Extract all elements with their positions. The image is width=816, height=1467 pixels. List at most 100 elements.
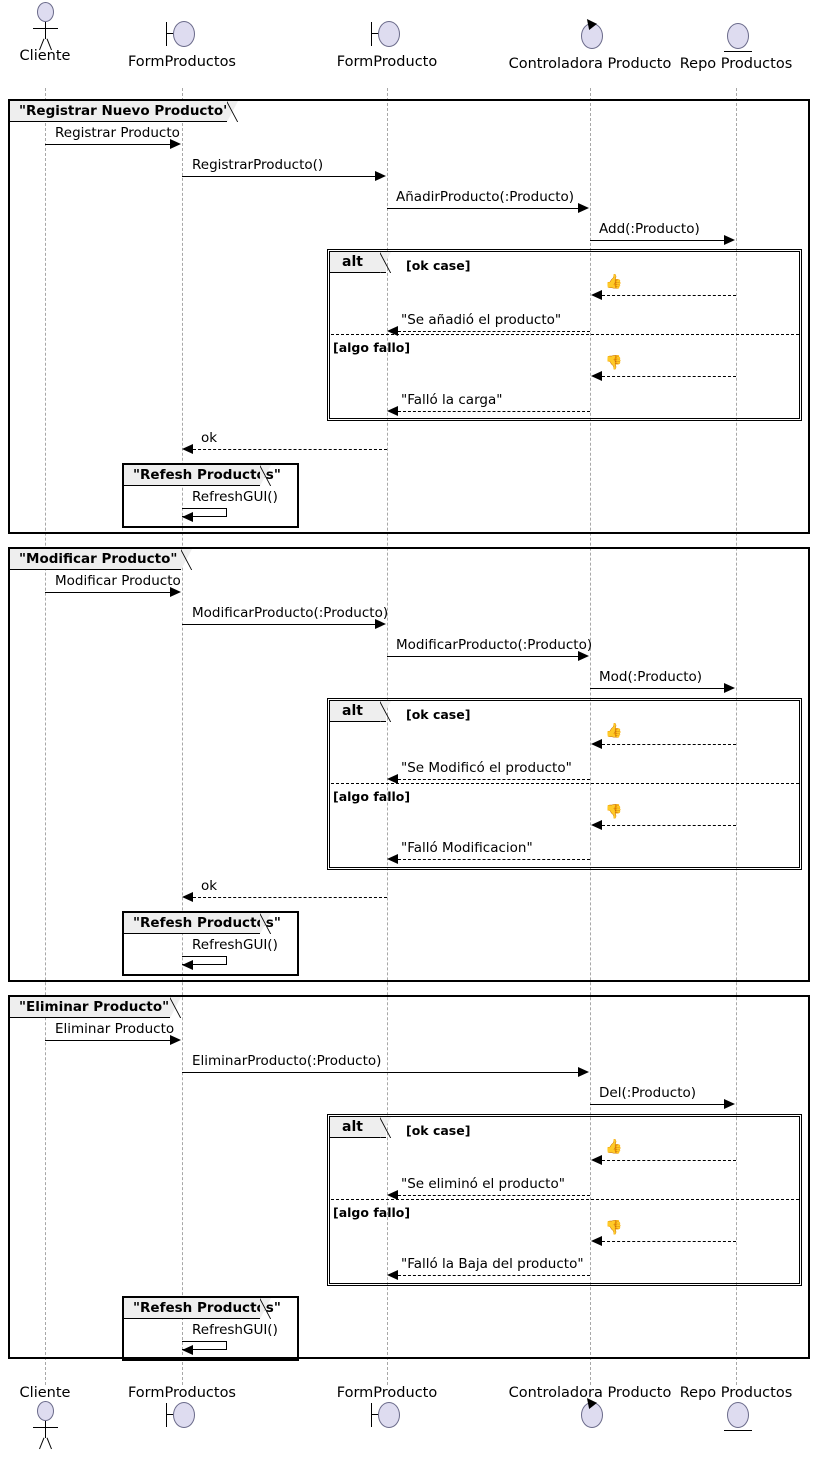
message-label: Eliminar Producto xyxy=(55,1021,175,1037)
message-line xyxy=(590,688,725,689)
arrowhead-icon xyxy=(591,290,602,300)
alt-frame-registrar: alt xyxy=(327,249,802,421)
participant-label: Cliente xyxy=(19,48,71,64)
arrowhead-icon xyxy=(591,739,602,749)
participant-cliente-bottom[interactable]: Cliente xyxy=(0,1385,95,1450)
self-message-loop xyxy=(182,508,227,517)
message-line xyxy=(182,176,376,177)
lifeline-repo xyxy=(736,88,737,1385)
message-label: "Falló Modificacion" xyxy=(401,840,533,856)
alt-divider xyxy=(331,783,799,784)
message-line xyxy=(398,411,590,412)
arrowhead-icon xyxy=(724,235,735,245)
alt-tab-notch xyxy=(380,701,391,722)
alt-condition-ok: [ok case] xyxy=(406,258,471,273)
message-label-thumbs-up: 👍 xyxy=(605,723,623,739)
message-line xyxy=(602,376,736,377)
participant-formproductos-top[interactable]: FormProductos xyxy=(112,20,252,70)
message-line xyxy=(398,779,590,780)
message-line xyxy=(602,1160,736,1161)
message-label: RefreshGUI() xyxy=(192,937,278,953)
message-label: ok xyxy=(201,430,218,446)
participant-label: FormProducto xyxy=(336,54,438,70)
message-label-thumbs-up: 👍 xyxy=(605,274,623,290)
participant-formproductos-bottom[interactable]: FormProductos xyxy=(112,1385,252,1435)
message-label-thumbs-down: 👎 xyxy=(605,1220,623,1236)
message-line xyxy=(45,1040,171,1041)
participant-repo-top[interactable]: Repo Productos xyxy=(666,22,806,72)
group-frame-refresh-2: "Refesh Productos" xyxy=(122,911,299,976)
boundary-icon xyxy=(370,20,404,54)
arrowhead-icon xyxy=(591,1155,602,1165)
arrowhead-icon xyxy=(387,854,398,864)
arrowhead-icon xyxy=(182,892,193,902)
alt-frame-modificar: alt xyxy=(327,698,802,870)
alt-operator-label: alt xyxy=(330,701,386,722)
participant-label: Controladora Producto xyxy=(508,56,672,72)
participant-repo-bottom[interactable]: Repo Productos xyxy=(666,1385,806,1435)
actor-icon xyxy=(28,1401,62,1450)
self-message-loop xyxy=(182,956,227,965)
message-line xyxy=(590,240,725,241)
group-tab-label-registrar: "Registrar Nuevo Producto" xyxy=(10,101,230,122)
group-tab-notch xyxy=(260,913,271,934)
alt-frame-eliminar: alt xyxy=(327,1114,802,1286)
participant-formproducto-bottom[interactable]: FormProducto xyxy=(317,1385,457,1435)
group-frame-eliminar: "Eliminar Producto" xyxy=(8,995,810,1359)
message-line xyxy=(590,1104,725,1105)
self-message-loop xyxy=(182,1341,227,1350)
arrowhead-icon xyxy=(724,683,735,693)
participant-controladora-top[interactable]: Controladora Producto xyxy=(500,15,680,72)
message-line xyxy=(182,624,376,625)
arrowhead-icon xyxy=(591,1236,602,1246)
arrowhead-icon xyxy=(387,406,398,416)
message-line xyxy=(398,1275,590,1276)
participant-label: Controladora Producto xyxy=(508,1385,672,1401)
group-tab-notch xyxy=(260,465,271,486)
arrowhead-icon xyxy=(578,651,589,661)
arrowhead-icon xyxy=(591,820,602,830)
participant-label: FormProductos xyxy=(127,1385,236,1401)
boundary-icon xyxy=(165,20,199,54)
participant-formproducto-top[interactable]: FormProducto xyxy=(317,20,457,70)
control-icon xyxy=(573,1394,607,1435)
message-label: "Se eliminó el producto" xyxy=(401,1176,565,1192)
arrowhead-icon xyxy=(591,371,602,381)
participant-controladora-bottom[interactable]: Controladora Producto xyxy=(500,1385,680,1435)
message-label: RefreshGUI() xyxy=(192,1322,278,1338)
group-frame-registrar: "Registrar Nuevo Producto" xyxy=(8,99,810,534)
message-line xyxy=(387,656,579,657)
message-line xyxy=(193,897,387,898)
message-line xyxy=(398,1195,590,1196)
group-tab-label-eliminar: "Eliminar Producto" xyxy=(10,997,170,1018)
arrowhead-icon xyxy=(170,587,181,597)
arrowhead-icon xyxy=(182,1345,193,1355)
alt-tab-notch xyxy=(380,1117,391,1138)
lifeline-controladora xyxy=(590,88,591,1385)
message-label: ModificarProducto(:Producto) xyxy=(192,605,389,621)
arrowhead-icon xyxy=(578,1067,589,1077)
message-label: "Falló la Baja del producto" xyxy=(401,1256,584,1272)
group-frame-modificar: "Modificar Producto" xyxy=(8,547,810,982)
participant-cliente-top[interactable]: Cliente xyxy=(0,2,95,64)
participant-label: Repo Productos xyxy=(679,1385,793,1401)
message-label: AñadirProducto(:Producto) xyxy=(396,189,575,205)
alt-tab-notch xyxy=(380,252,391,273)
arrowhead-icon xyxy=(170,1035,181,1045)
message-line xyxy=(398,331,590,332)
alt-divider xyxy=(331,334,799,335)
group-tab-label-refresh: "Refesh Productos" xyxy=(124,1298,281,1319)
arrowhead-icon xyxy=(578,203,589,213)
entity-icon xyxy=(719,22,753,56)
group-tab-label-refresh: "Refesh Productos" xyxy=(124,913,281,934)
lifeline-cliente xyxy=(45,88,46,1385)
participant-label: FormProducto xyxy=(336,1385,438,1401)
group-tab-notch xyxy=(181,549,192,570)
actor-icon xyxy=(28,2,62,51)
message-line xyxy=(45,592,171,593)
alt-operator-label: alt xyxy=(330,252,386,273)
message-label-thumbs-down: 👎 xyxy=(605,355,623,371)
message-line xyxy=(602,1241,736,1242)
boundary-icon xyxy=(165,1401,199,1435)
